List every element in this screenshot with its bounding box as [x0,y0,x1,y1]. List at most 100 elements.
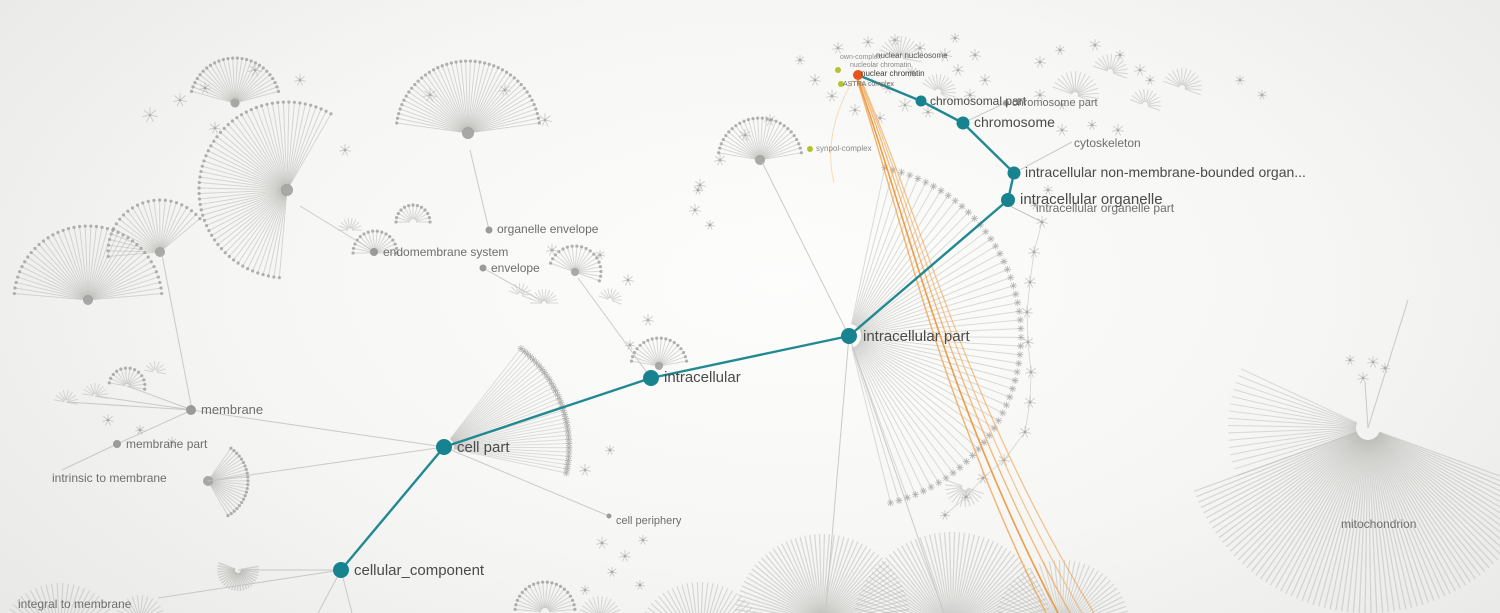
asterisk-spoke [961,496,966,499]
node-chromosome_part[interactable] [1003,100,1009,106]
asterisk-spoke [609,572,612,577]
node-intracellular[interactable] [643,370,659,386]
fan-spoke [860,302,1018,335]
fan-spoke [1145,90,1153,103]
fan-spoke [1378,432,1500,487]
fan-tip-dot [232,509,236,513]
asterisk-spoke [958,65,963,70]
fan-spoke [109,382,126,387]
green-node[interactable] [838,81,844,87]
fan-spoke [946,479,963,487]
fan-spoke [52,234,87,297]
fan-tip-dot [512,76,516,80]
fan-tip-star [1016,316,1024,324]
fan-spoke [288,106,317,186]
fan-spoke [450,353,528,440]
fan-spoke [508,290,519,295]
fan-spoke [40,585,51,613]
node-nuclear_chromatin[interactable] [853,70,863,80]
fan-tip-star [564,461,572,469]
node-intracellular_part[interactable] [841,328,857,344]
node-organelle_envelope[interactable] [485,226,493,234]
node-chromosomal_part[interactable] [915,95,927,107]
asterisk-center [583,588,587,592]
fan-spoke [852,347,908,498]
gray-edge [116,409,193,445]
asterisk-center [170,440,174,444]
fan-tip-dot [638,343,642,347]
asterisk-bursts [102,33,1390,595]
fan-spoke [414,207,422,220]
fan-tip-dot [719,142,723,146]
node-cell_periphery[interactable] [606,513,612,519]
fan-spoke [1341,439,1367,612]
fan-spoke [450,350,525,440]
node-membrane_part[interactable] [113,440,121,448]
fan-spoke [1376,435,1500,540]
node-membrane[interactable] [186,405,196,415]
fan-tip-star [545,376,553,384]
fan-cluster [1052,70,1099,104]
node-endomembrane_system[interactable] [370,248,378,256]
asterisk-spoke [1385,367,1390,370]
fan-spoke [658,338,662,364]
gray-edge [577,277,652,379]
fan-tip-star [1004,265,1012,273]
fan-spoke [1376,435,1500,547]
asterisk-burst [938,48,952,62]
fan-spoke [1378,433,1500,503]
fan-tip-dot [37,242,41,247]
green-node[interactable] [835,67,841,73]
asterisk-burst [1235,75,1245,85]
asterisk-spoke [215,128,219,134]
fan-tip-dot [659,336,663,340]
fan-spoke [87,226,97,297]
asterisk-spoke [969,54,974,57]
asterisk-spoke [856,109,861,112]
fan-spoke [611,291,620,300]
asterisk-burst [642,314,654,326]
asterisk-spoke [1035,251,1040,254]
fan-spoke [958,538,990,613]
fan-tip-star [523,350,531,358]
fan-spoke [421,77,466,130]
node-non_membrane_bounded_organelle[interactable] [1007,166,1021,180]
fan-tip-dot [66,227,71,231]
asterisk-spoke [950,37,955,40]
node-intracellular_organelle[interactable] [1001,193,1015,207]
asterisk-burst [499,84,511,96]
fan-spoke [764,554,816,613]
fan-spoke [902,58,922,63]
fan-spoke [1228,428,1357,441]
fan-spoke [350,219,357,229]
asterisk-spoke [850,105,855,110]
node-cellular_component[interactable] [333,562,349,578]
fan-spoke [351,221,360,230]
fan-spoke [88,228,108,297]
asterisk-spoke [142,114,149,118]
fan-spoke [455,61,468,129]
fan-tip-dot [798,146,802,150]
node-envelope[interactable] [479,264,487,272]
fan-spoke [927,76,937,90]
node-cell_part[interactable] [436,439,452,455]
node-chromosome[interactable] [956,116,970,130]
asterisk-burst [969,49,981,61]
asterisk-center [1116,128,1120,132]
fan-tip-dot [142,378,146,382]
fan-spoke [852,347,900,501]
fan-spoke [460,61,468,129]
asterisk-spoke [648,320,652,326]
fan-tip-dot [558,584,563,588]
asterisk-spoke [832,47,837,50]
fan-spoke [853,346,924,492]
green-node[interactable] [807,146,813,152]
asterisk-spoke [143,109,150,115]
fan-tip-dot [508,73,513,77]
fan-tip-star [552,387,560,395]
fan-spoke [91,281,161,300]
fan-spoke [938,75,946,90]
fan-spoke [671,587,685,613]
fan-spoke [288,108,322,186]
